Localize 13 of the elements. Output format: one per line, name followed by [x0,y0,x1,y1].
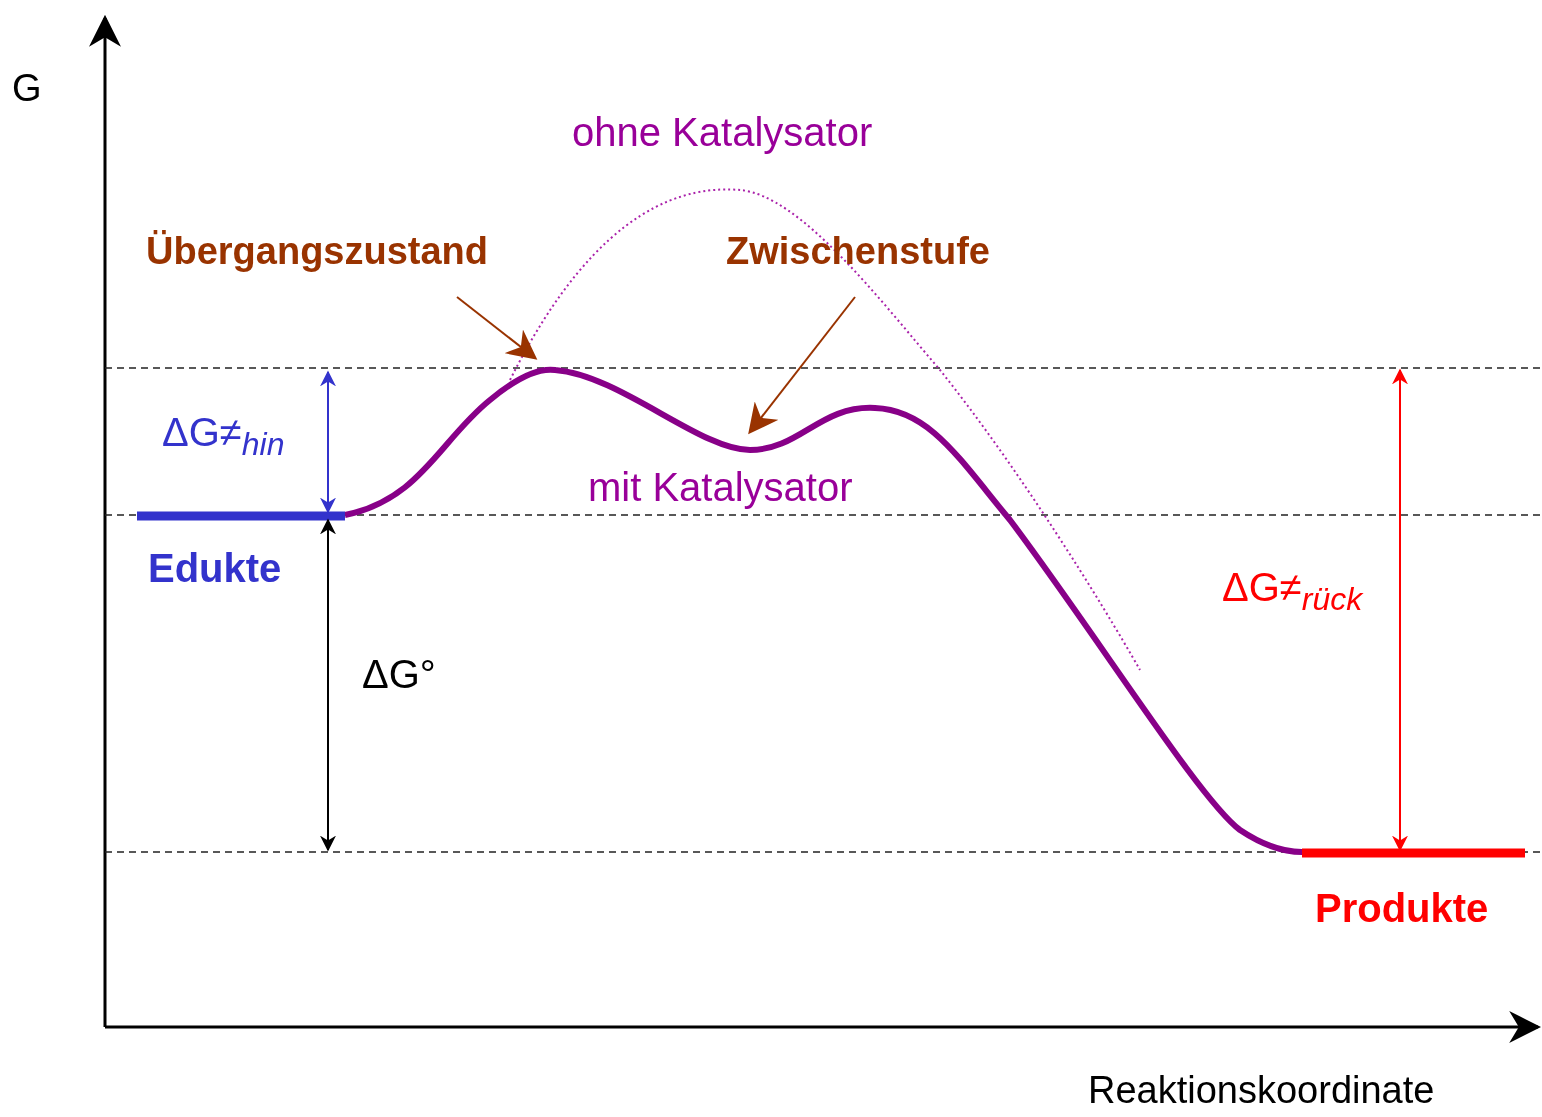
dimension-label: ΔG° [362,652,436,696]
curve-label: ohne Katalysator [572,110,873,154]
axis-label: G [12,68,42,110]
callout-text: Übergangszustand [146,230,489,273]
axis-label: Reaktionskoordinate [1088,1070,1435,1112]
dimension-label: ΔG≠$_{rück}$ [1222,565,1363,618]
level-label: Edukte [148,546,282,590]
curve-label: mit Katalysator [588,465,853,509]
level-label: Produkte [1315,886,1489,930]
leader-line [748,296,856,435]
leader-line [456,296,538,360]
callout-text: Zwischenstufe [726,230,990,273]
dimension-label: ΔG≠$_{hin}$ [162,410,285,463]
